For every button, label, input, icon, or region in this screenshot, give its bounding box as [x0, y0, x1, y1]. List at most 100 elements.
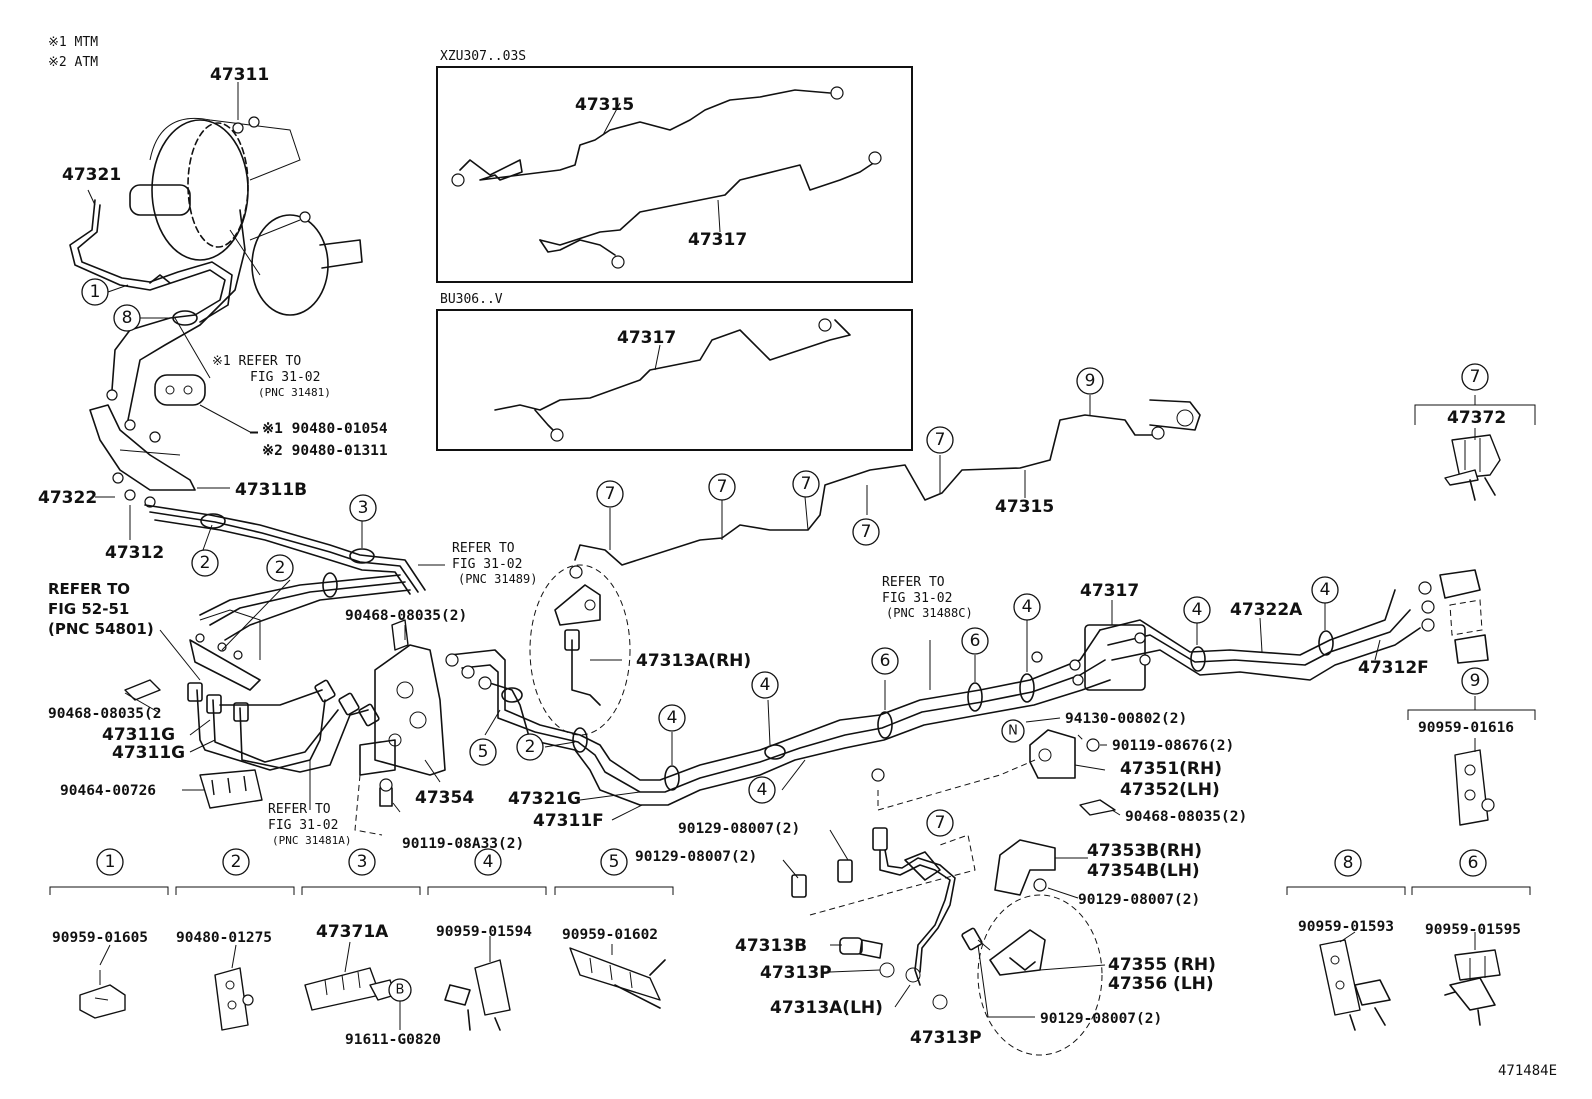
label-47311b: 47311B	[235, 480, 307, 500]
legend-part-6: 90959-01593	[1298, 919, 1394, 935]
label-90468-08035-a: 90468-08035(2)	[345, 608, 467, 624]
callout-circle	[191, 549, 219, 577]
label-47372: 47372	[1447, 408, 1506, 428]
inset-label-xzu307: XZU307..03S	[440, 49, 526, 64]
label-47313a-lh: 47313A(LH)	[770, 998, 883, 1018]
label-90468-08035-b: 90468-08035(2	[48, 706, 162, 722]
label-47313p-2: 47313P	[910, 1028, 982, 1048]
note-ref-31488c-l1: REFER TO	[882, 575, 945, 590]
callout-number: 4	[1320, 580, 1331, 600]
callout-number: 5	[478, 742, 489, 762]
note-ref-54801-l2: FIG 52-51	[48, 600, 129, 618]
label-47354b: 47354B(LH)	[1087, 861, 1200, 881]
bracket-47353b-drawing	[994, 839, 1056, 896]
label-47311: 47311	[210, 65, 269, 85]
callout-circle	[1076, 367, 1104, 395]
label-47354: 47354	[415, 788, 474, 808]
label-90468-08035-c: 90468-08035(2)	[1125, 809, 1247, 825]
label-47317-inset1: 47317	[688, 230, 747, 250]
callout-number: 7	[861, 522, 872, 542]
legend-number: 5	[609, 852, 620, 872]
label-90480-01054: ※1 90480-01054	[262, 421, 388, 437]
note-ref-54801-l3: (PNC 54801)	[48, 620, 154, 638]
n-mark: N	[1008, 724, 1018, 739]
legend-part-7: 90959-01595	[1425, 922, 1521, 938]
note-ref-31481-l3: (PNC 31481)	[258, 386, 331, 399]
legend-part-1: 90959-01605	[52, 930, 148, 946]
callout-number: 4	[667, 708, 678, 728]
label-47315-inset: 47315	[575, 95, 634, 115]
label-90129-08007-3: 90129-08007(2)	[1078, 892, 1200, 908]
label-47313b: 47313B	[735, 936, 807, 956]
figure-id: 471484E	[1498, 1063, 1557, 1079]
label-47321g: 47321G	[508, 789, 581, 809]
callout-number: 7	[935, 813, 946, 833]
note-ref-31488c-l2: FIG 31-02	[882, 591, 952, 606]
callout-number: 1	[90, 282, 101, 302]
grommet-drawing	[154, 374, 258, 433]
callout-circle	[871, 647, 899, 675]
callout-circle	[748, 776, 776, 804]
label-47353b: 47353B(RH)	[1087, 841, 1202, 861]
label-90129-08007-2: 90129-08007(2)	[635, 849, 757, 865]
callout-number: 4	[757, 780, 768, 800]
legend-number-circle	[600, 848, 628, 876]
label-90464-00726: 90464-00726	[60, 783, 156, 799]
label-47311g-2: 47311G	[112, 743, 185, 763]
label-47355: 47355 (RH)	[1108, 955, 1216, 975]
callout-number: 2	[525, 737, 536, 757]
label-47313a-rh: 47313A(RH)	[636, 651, 751, 671]
inset-bu306-tubes	[494, 318, 851, 442]
note-ref-31481a-l3: (PNC 31481A)	[272, 834, 351, 847]
rear-lh-hose-drawing	[791, 759, 1036, 986]
callout-circle	[658, 704, 686, 732]
callout-number: 2	[200, 553, 211, 573]
callout-circle	[1459, 849, 1487, 877]
callout-number: 4	[1022, 597, 1033, 617]
junction-bracket-drawing	[89, 404, 426, 595]
callout-circle	[926, 426, 954, 454]
label-47312f: 47312F	[1358, 658, 1429, 678]
inset-frame-bu306	[436, 309, 913, 451]
callout-circle	[1334, 849, 1362, 877]
note-ref-54801-l1: REFER TO	[48, 580, 130, 598]
callout-circle	[1461, 667, 1489, 695]
callout-circle	[469, 738, 497, 766]
legend-number: 1	[105, 852, 116, 872]
clamp-47372-drawing	[1444, 434, 1501, 501]
label-47313p-1: 47313P	[760, 963, 832, 983]
callout-circle	[1183, 596, 1211, 624]
b-mark-circle	[388, 978, 412, 1002]
legend-number: 4	[483, 852, 494, 872]
clamp-90464-drawing	[199, 769, 263, 809]
label-90480-01311: ※2 90480-01311	[262, 443, 388, 459]
main-tubes-drawing	[445, 569, 1489, 806]
callout-number: 9	[1470, 671, 1481, 691]
note-ref-31489-l2: FIG 31-02	[452, 557, 522, 572]
legend-part-2: 90480-01275	[176, 930, 272, 946]
legend-part-b: 91611-G0820	[345, 1032, 441, 1048]
callout-number: 8	[122, 308, 133, 328]
abs-actuator-drawing	[187, 572, 411, 773]
callout-number: 8	[1343, 853, 1354, 873]
callout-number: 7	[1470, 367, 1481, 387]
callout-circle	[349, 494, 377, 522]
callout-number: 4	[1192, 600, 1203, 620]
label-90119-08676: 90119-08676(2)	[1112, 738, 1234, 754]
bolt-47313b-drawing	[839, 937, 895, 978]
label-90129-08007-4: 90129-08007(2)	[1040, 1011, 1162, 1027]
legend-number-circle	[222, 848, 250, 876]
callout-number: 3	[358, 498, 369, 518]
note-ref-31481-l1: ※1 REFER TO	[212, 354, 301, 369]
legend-part-5: 90959-01602	[562, 927, 658, 943]
n-mark-circle	[1001, 719, 1025, 743]
callout-circle	[596, 480, 624, 508]
label-47315-main: 47315	[995, 497, 1054, 517]
legend-clamp-drawings	[79, 939, 1501, 1031]
label-47351: 47351(RH)	[1120, 759, 1222, 779]
note-ref-31488c-l3: (PNC 31488C)	[886, 606, 973, 620]
callout-number: 7	[717, 477, 728, 497]
label-47317-inset2: 47317	[617, 328, 676, 348]
bracket-47354-drawing	[354, 644, 446, 836]
callout-circle	[1311, 576, 1339, 604]
